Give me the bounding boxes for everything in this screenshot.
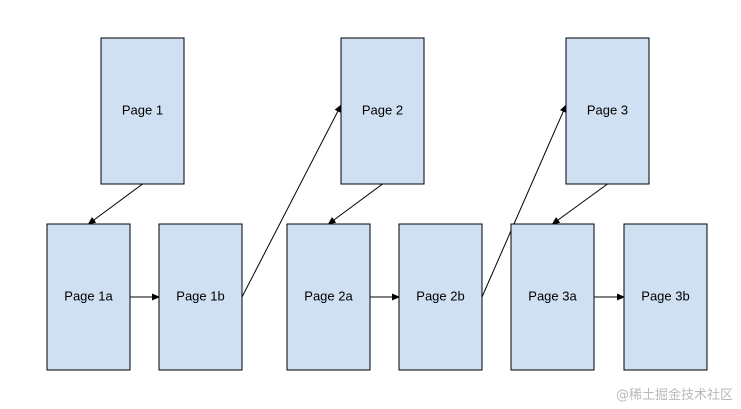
page-2-label: Page 2 bbox=[362, 102, 403, 117]
arrow-page-1b-to-page-2 bbox=[241, 104, 342, 298]
page-3-label: Page 3 bbox=[587, 102, 628, 117]
page-1a-box: Page 1a bbox=[46, 223, 131, 371]
arrow-page-3-to-page-3a bbox=[551, 183, 608, 225]
arrow-page-2b-to-page-3 bbox=[481, 104, 567, 298]
page-3b-label: Page 3b bbox=[641, 288, 689, 303]
page-1b-label: Page 1b bbox=[176, 288, 224, 303]
arrow-page-2-to-page-2a bbox=[327, 183, 383, 225]
page-1-box: Page 1 bbox=[100, 37, 185, 185]
watermark-text: @稀土掘金技术社区 bbox=[615, 388, 733, 403]
page-2a-box: Page 2a bbox=[286, 223, 371, 371]
page-1a-label: Page 1a bbox=[64, 288, 113, 303]
page-2-box: Page 2 bbox=[340, 37, 425, 185]
page-3a-box: Page 3a bbox=[510, 223, 595, 371]
page-3a-label: Page 3a bbox=[528, 288, 577, 303]
page-2b-box: Page 2b bbox=[398, 223, 483, 371]
arrow-page-1-to-page-1a bbox=[87, 183, 143, 225]
page-3b-box: Page 3b bbox=[623, 223, 708, 371]
page-2a-label: Page 2a bbox=[304, 288, 353, 303]
edges-layer bbox=[87, 104, 625, 301]
page-3-box: Page 3 bbox=[565, 37, 650, 185]
page-2b-label: Page 2b bbox=[416, 288, 464, 303]
page-1b-box: Page 1b bbox=[158, 223, 243, 371]
page-1-label: Page 1 bbox=[122, 102, 163, 117]
